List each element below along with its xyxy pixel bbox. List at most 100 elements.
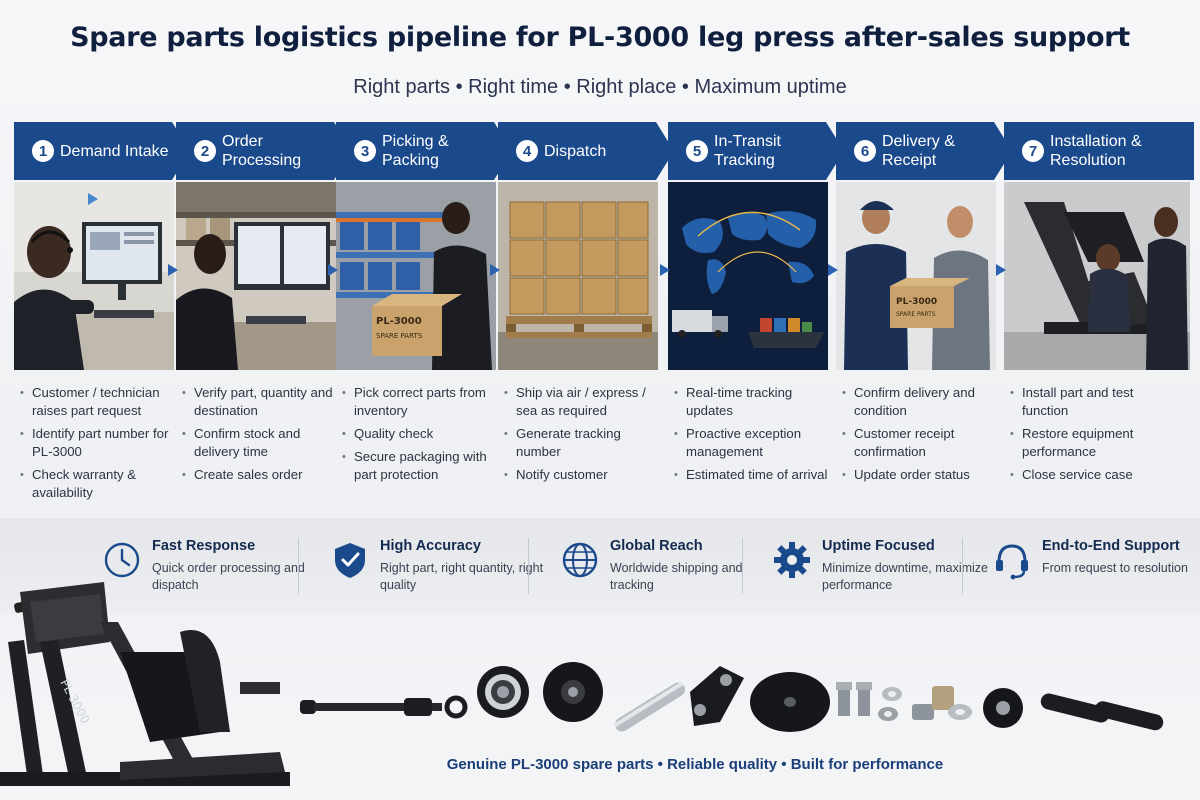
- step-2-photo: [176, 182, 336, 370]
- step-4-header: 4 Dispatch: [498, 122, 674, 180]
- step-5-photo: [668, 182, 828, 370]
- step-5: 5 In-Transit Tracking Real-time tracking…: [668, 122, 844, 502]
- step-6: 6 Delivery & Receipt PL-3000 SPARE PARTS…: [836, 122, 1012, 502]
- divider: [528, 538, 529, 594]
- step-4-bullets: Ship via air / express / sea as required…: [504, 384, 666, 489]
- step-4: 4 Dispatch Ship via air / express / sea …: [498, 122, 674, 502]
- bracket-icon: [690, 666, 744, 726]
- feature-desc: From request to resolution: [1042, 561, 1188, 575]
- step-3-bullets: Pick correct parts from inventory Qualit…: [342, 384, 504, 489]
- step-6-bullets: Confirm delivery and condition Customer …: [842, 384, 1004, 489]
- step-2-header: 2 Order Processing: [176, 122, 352, 180]
- feature-desc: Minimize downtime, maximize performance: [822, 561, 989, 592]
- step-7-header: 7 Installation & Resolution: [1004, 122, 1194, 180]
- step-5-bullet: Proactive exception management: [674, 425, 836, 461]
- step-1-title: Demand Intake: [60, 142, 169, 160]
- step-1-bullet: Check warranty & availability: [20, 466, 182, 502]
- arrow-right-icon: [996, 264, 1006, 276]
- step-1-bullet: Customer / technician raises part reques…: [20, 384, 182, 420]
- step-5-bullets: Real-time tracking updates Proactive exc…: [674, 384, 836, 489]
- step-2-bullet: Verify part, quantity and destination: [182, 384, 344, 420]
- roller-wheel-icon: [543, 662, 603, 722]
- clock-icon: [104, 542, 140, 578]
- step-3-box-label-2: SPARE PARTS: [376, 332, 423, 340]
- step-6-number: 6: [854, 140, 876, 162]
- foam-roller-icon: [1040, 693, 1164, 731]
- step-6-title: Delivery & Receipt: [882, 133, 955, 169]
- step-5-bullet: Real-time tracking updates: [674, 384, 836, 420]
- step-7-bullet: Close service case: [1010, 466, 1172, 484]
- feature-desc: Quick order processing and dispatch: [152, 561, 305, 592]
- step-3: 3 Picking & Packing PL-3000 SPARE PARTS …: [336, 122, 512, 502]
- bolts-washers-icon: [836, 682, 972, 721]
- step-7-photo: [1004, 182, 1190, 370]
- step-1-bullet: Identify part number for PL-3000: [20, 425, 182, 461]
- step-1-number: 1: [32, 140, 54, 162]
- step-2: 2 Order Processing Verify part, quantity…: [176, 122, 352, 502]
- step-7-bullets: Install part and test function Restore e…: [1010, 384, 1172, 489]
- step-4-photo: [498, 182, 658, 370]
- step-2-number: 2: [194, 140, 216, 162]
- step-3-bullet: Secure packaging with part protection: [342, 448, 504, 484]
- step-6-box-label: PL-3000: [896, 297, 937, 307]
- step-3-header: 3 Picking & Packing: [336, 122, 512, 180]
- arrow-right-icon: [490, 264, 500, 276]
- features-band: Fast Response Quick order processing and…: [0, 518, 1200, 614]
- step-4-bullet: Ship via air / express / sea as required: [504, 384, 666, 420]
- step-2-bullet: Create sales order: [182, 466, 344, 484]
- step-3-bullet: Pick correct parts from inventory: [342, 384, 504, 420]
- damper-rod-icon: [300, 695, 468, 719]
- shield-check-icon: [335, 543, 365, 578]
- feature-title: Fast Response: [152, 538, 256, 554]
- page-subtitle: Right parts • Right time • Right place •…: [353, 76, 847, 98]
- step-5-bullet: Estimated time of arrival: [674, 466, 836, 484]
- step-6-bullet: Customer receipt confirmation: [842, 425, 1004, 461]
- gear-icon: [774, 542, 810, 578]
- step-4-bullet: Notify customer: [504, 466, 666, 484]
- step-5-header: 5 In-Transit Tracking: [668, 122, 844, 180]
- feature-desc: Worldwide shipping and tracking: [610, 561, 743, 592]
- feature-title: High Accuracy: [380, 538, 481, 554]
- feature-title: End-to-End Support: [1042, 538, 1180, 554]
- step-1: 1 Demand Intake Customer / technician ra…: [14, 122, 190, 502]
- step-4-title: Dispatch: [544, 142, 607, 160]
- step-7-bullet: Install part and test function: [1010, 384, 1172, 420]
- feature-desc: Right part, right quantity, right qualit…: [380, 561, 544, 592]
- arrow-right-icon: [328, 264, 338, 276]
- step-6-photo: PL-3000 SPARE PARTS: [836, 182, 996, 370]
- step-4-bullet: Generate tracking number: [504, 425, 666, 461]
- parts-showcase: PL 3000: [0, 582, 1164, 786]
- step-1-photo: [14, 182, 174, 370]
- step-7-number: 7: [1022, 140, 1044, 162]
- step-7: 7 Installation & Resolution Install part…: [1004, 122, 1194, 502]
- divider: [298, 538, 299, 594]
- step-3-bullet: Quality check: [342, 425, 504, 443]
- pulley-icon: [983, 688, 1023, 728]
- step-4-number: 4: [516, 140, 538, 162]
- step-7-title: Installation & Resolution: [1050, 133, 1142, 169]
- footer-tagline: Genuine PL-3000 spare parts • Reliable q…: [446, 756, 944, 773]
- globe-icon: [562, 542, 598, 578]
- step-5-title: In-Transit Tracking: [714, 133, 781, 169]
- headset-icon: [996, 544, 1028, 580]
- leg-press-machine-icon: PL 3000: [0, 582, 290, 786]
- arrow-right-icon: [88, 193, 98, 205]
- page-title: Spare parts logistics pipeline for PL-30…: [70, 22, 1130, 53]
- arrow-right-icon: [660, 264, 670, 276]
- step-3-photo: PL-3000 SPARE PARTS: [336, 182, 496, 370]
- step-1-header: 1 Demand Intake: [14, 122, 190, 180]
- divider: [962, 538, 963, 594]
- step-2-bullet: Confirm stock and delivery time: [182, 425, 344, 461]
- divider: [742, 538, 743, 594]
- arrow-right-icon: [168, 264, 178, 276]
- step-1-bullets: Customer / technician raises part reques…: [20, 384, 182, 507]
- step-5-number: 5: [686, 140, 708, 162]
- step-6-header: 6 Delivery & Receipt: [836, 122, 1012, 180]
- feature-title: Global Reach: [610, 538, 703, 554]
- steel-pin-icon: [613, 681, 685, 732]
- step-2-bullets: Verify part, quantity and destination Co…: [182, 384, 344, 489]
- arrow-right-icon: [828, 264, 838, 276]
- step-3-number: 3: [354, 140, 376, 162]
- step-3-title: Picking & Packing: [382, 133, 449, 169]
- step-6-bullet: Update order status: [842, 466, 1004, 484]
